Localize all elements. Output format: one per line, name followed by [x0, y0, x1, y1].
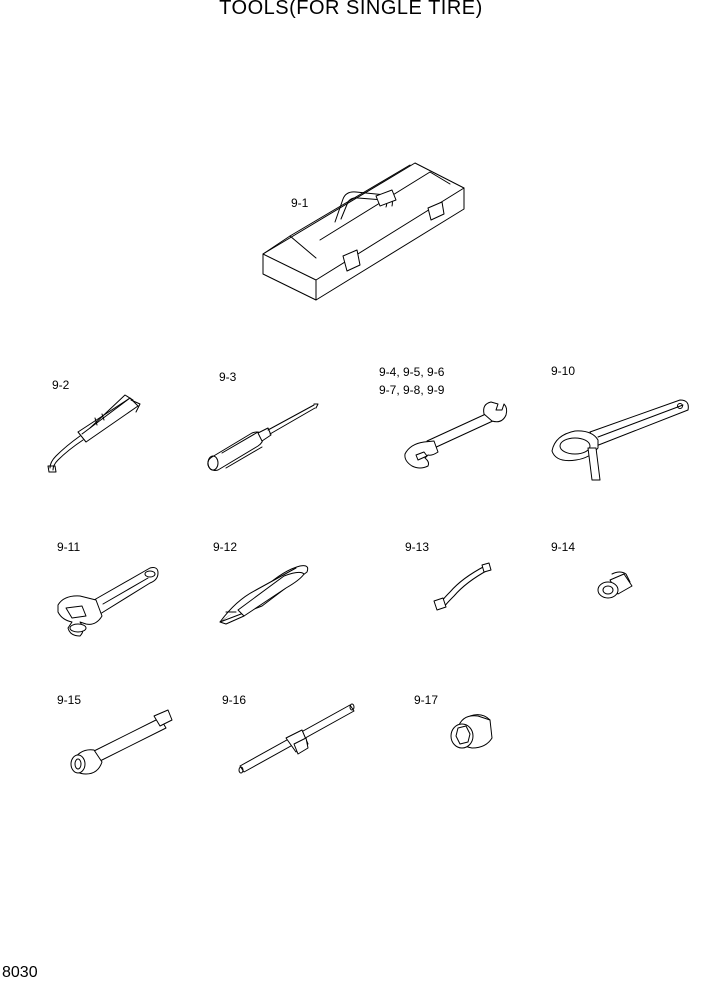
- pliers-drawing: [219, 565, 309, 625]
- part-label-9-4-to-9-6: 9-4, 9-5, 9-6: [379, 365, 445, 379]
- part-label-9-14: 9-14: [551, 540, 576, 554]
- part-label-9-12: 9-12: [213, 540, 238, 554]
- part-label-9-10: 9-10: [551, 364, 576, 378]
- wrench-drawing: [404, 401, 508, 469]
- part-label-9-13: 9-13: [405, 540, 430, 554]
- socket-small-drawing: [597, 571, 633, 599]
- extension-bar-drawing: [70, 709, 173, 775]
- hook-spanner-drawing: [551, 399, 689, 481]
- page-title: TOOLS(FOR SINGLE TIRE): [219, 0, 483, 19]
- part-label-9-11: 9-11: [57, 540, 81, 554]
- part-label-9-2: 9-2: [52, 378, 70, 392]
- grease-gun-drawing: [47, 394, 141, 473]
- part-label-9-16: 9-16: [222, 693, 247, 707]
- page-number: 8030: [2, 964, 38, 981]
- part-label-9-3: 9-3: [219, 370, 237, 384]
- adjustable-wrench-drawing: [57, 567, 159, 637]
- toolbox-drawing: [262, 162, 465, 301]
- part-label-9-7-to-9-9: 9-7, 9-8, 9-9: [379, 383, 445, 397]
- nozzle-tube-drawing: [433, 562, 492, 611]
- socket-large-drawing: [450, 714, 493, 749]
- part-label-9-17: 9-17: [414, 693, 439, 707]
- part-label-9-1: 9-1: [291, 196, 309, 210]
- part-label-9-15: 9-15: [57, 693, 82, 707]
- t-handle-drawing: [238, 703, 355, 774]
- screwdriver-drawing: [207, 403, 319, 471]
